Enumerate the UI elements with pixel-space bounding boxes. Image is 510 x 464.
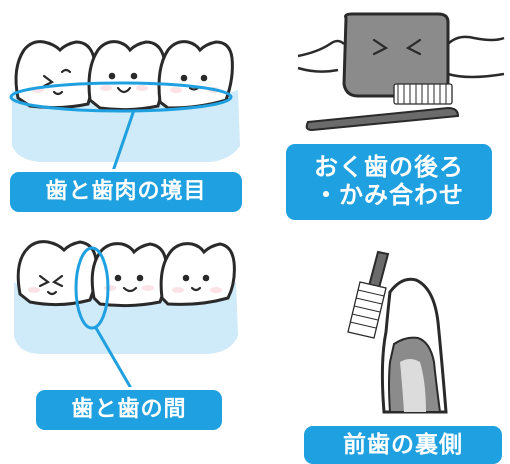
label-back-teeth-line1: おく歯の後ろ	[314, 153, 464, 182]
label-gumline: 歯と歯肉の境目	[10, 172, 242, 212]
teeth-gumline-illustration	[9, 40, 240, 175]
label-back-teeth: おく歯の後ろ ・かみ合わせ	[286, 144, 492, 220]
label-front-teeth-back-text: 前歯の裏側	[343, 431, 463, 458]
back-molar-brushing-illustration	[297, 12, 505, 132]
label-between-teeth-text: 歯と歯の間	[71, 397, 187, 423]
teeth-between-illustration	[14, 240, 238, 391]
label-front-teeth-back: 前歯の裏側	[304, 426, 502, 464]
label-back-teeth-line2: ・かみ合わせ	[314, 181, 464, 209]
label-between-teeth: 歯と歯の間	[36, 390, 222, 430]
front-tooth-back-brushing-illustration	[347, 250, 448, 414]
label-gumline-text: 歯と歯肉の境目	[45, 179, 207, 205]
